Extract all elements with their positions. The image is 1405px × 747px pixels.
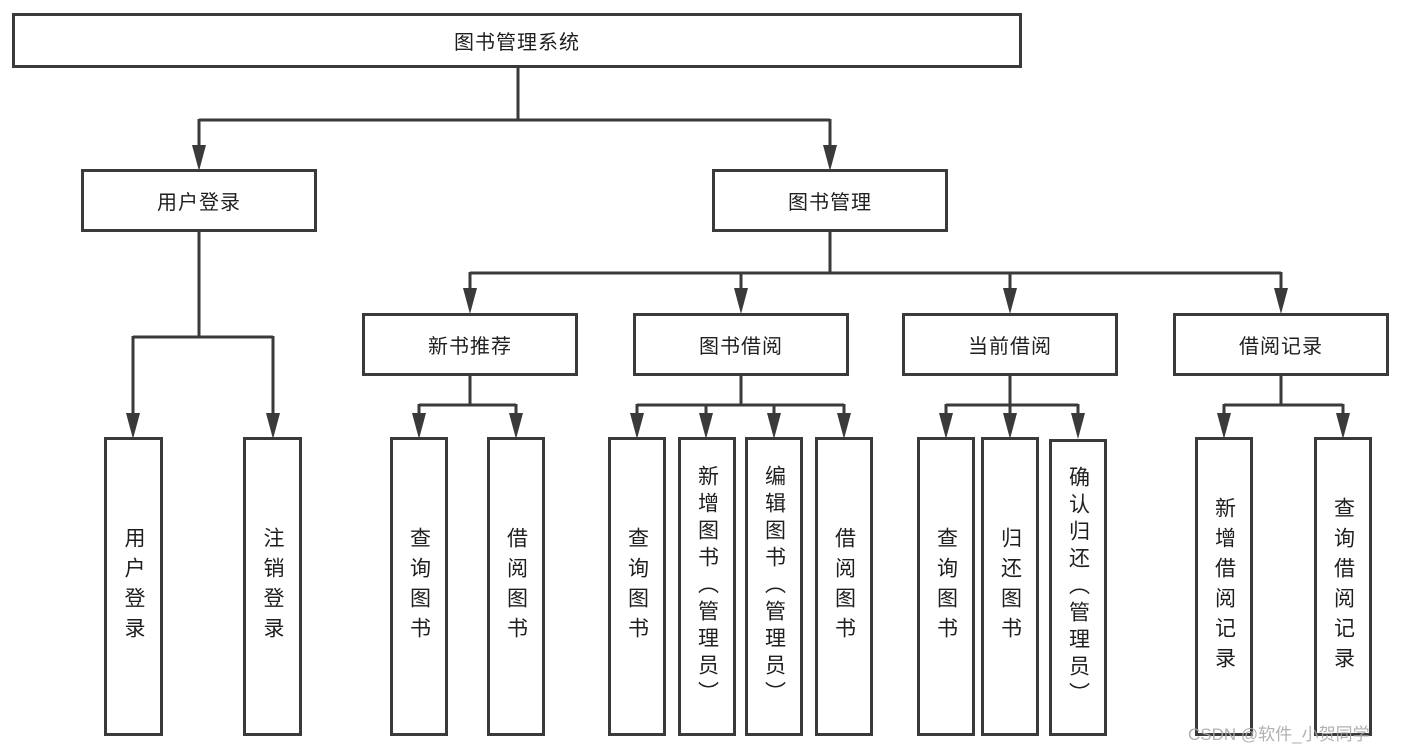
node-current-borrow: 当前借阅 [902, 313, 1118, 376]
node-book-borrow: 图书借阅 [633, 313, 849, 376]
leaf-query-borrow-record: 查询借阅记录 [1314, 437, 1372, 736]
leaf-edit-book-admin: 编辑图书（管理员） [745, 437, 803, 736]
leaf-borrow-books-recommend: 借阅图书 [487, 437, 545, 736]
leaf-user-login: 用户登录 [104, 437, 163, 736]
leaf-add-book-admin: 新增图书（管理员） [678, 437, 736, 736]
leaf-confirm-return-admin: 确认归还（管理员） [1049, 439, 1107, 736]
leaf-borrow-books: 借阅图书 [815, 437, 873, 736]
leaf-query-books-borrow: 查询图书 [608, 437, 666, 736]
leaf-query-books-recommend: 查询图书 [390, 437, 448, 736]
node-new-book-recommend: 新书推荐 [362, 313, 578, 376]
leaf-add-borrow-record: 新增借阅记录 [1195, 437, 1253, 736]
node-root: 图书管理系统 [12, 13, 1022, 68]
node-user-login: 用户登录 [81, 169, 317, 232]
leaf-return-book: 归还图书 [981, 437, 1039, 736]
leaf-logout: 注销登录 [243, 437, 302, 736]
csdn-watermark: CSDN @软件_小贺同学 [1188, 725, 1370, 744]
leaf-query-books-current: 查询图书 [917, 437, 975, 736]
node-book-management: 图书管理 [712, 169, 948, 232]
node-borrow-records: 借阅记录 [1173, 313, 1389, 376]
